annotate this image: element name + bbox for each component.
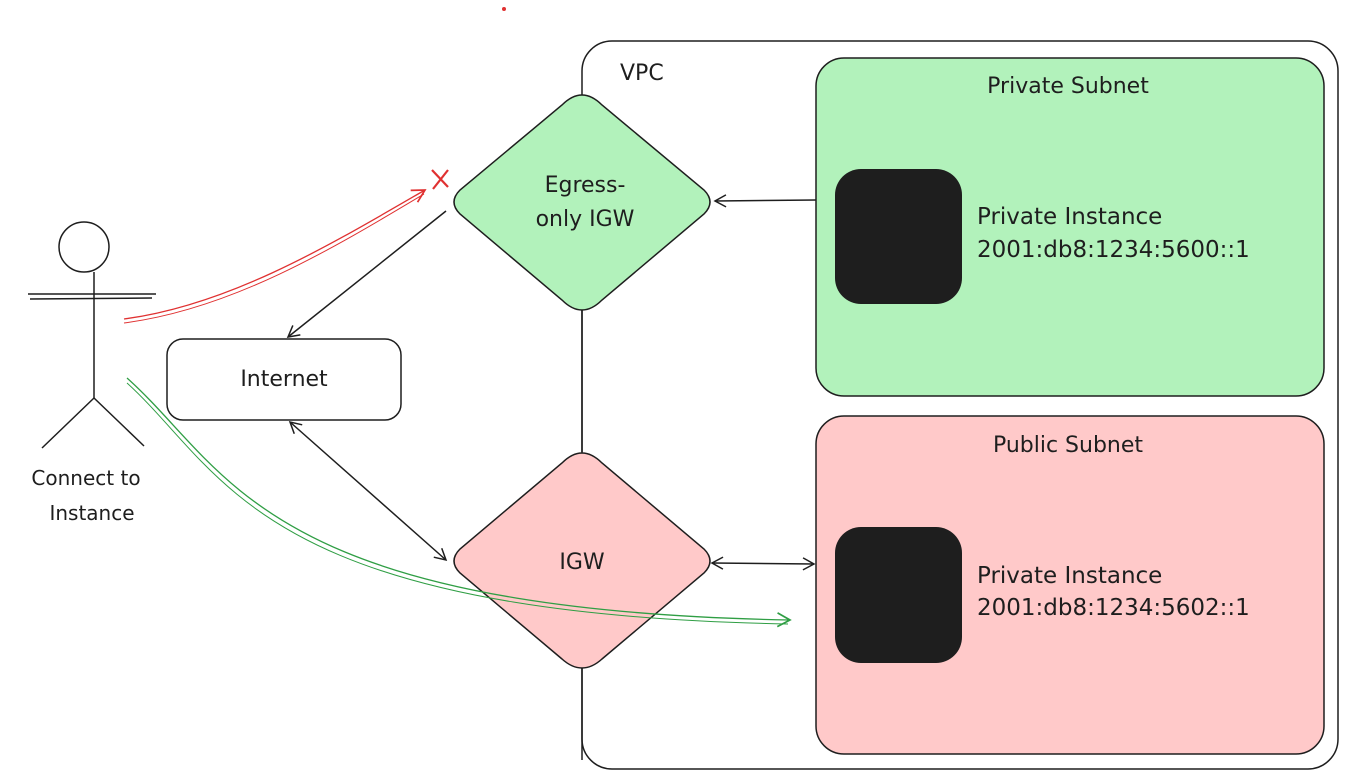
private-instance-address: 2001:db8:1234:5600::1 (977, 237, 1250, 263)
vpc-label: VPC (620, 61, 664, 86)
user-figure-icon (28, 221, 156, 449)
actor-label-line2: Instance (49, 501, 134, 525)
internet-label: Internet (240, 367, 328, 392)
blocked-connection-arrow-echo (123, 193, 425, 324)
public-subnet-title: Public Subnet (993, 433, 1143, 458)
actor-label-line1: Connect to (31, 466, 140, 490)
egress-to-internet-arrow (286, 210, 447, 338)
igw-label: IGW (559, 550, 605, 575)
stray-dot (502, 7, 506, 11)
private-subnet-to-egress-arrow (713, 194, 817, 208)
egress-igw-label-line1: Egress- (545, 173, 626, 198)
egress-only-igw-diamond (453, 94, 711, 311)
private-subnet-title: Private Subnet (987, 74, 1149, 99)
igw-public-subnet-bidirectional-arrow (710, 556, 816, 571)
private-subnet-box (815, 57, 1325, 397)
egress-igw-label-line2: only IGW (536, 207, 635, 232)
allowed-connection-arrow (126, 377, 792, 628)
private-instance-name: Private Instance (977, 204, 1162, 230)
private-instance-icon (835, 169, 962, 304)
internet-box (166, 338, 402, 421)
blocked-x-icon (431, 169, 449, 190)
allowed-connection-arrow-echo (126, 382, 789, 625)
igw-diamond (453, 452, 711, 669)
public-subnet-box (815, 415, 1325, 755)
public-instance-icon (835, 527, 962, 663)
internet-igw-bidirectional-arrow (288, 420, 448, 562)
blocked-connection-arrow (123, 189, 427, 320)
public-instance-address: 2001:db8:1234:5602::1 (977, 595, 1250, 621)
public-instance-name: Private Instance (977, 563, 1162, 589)
